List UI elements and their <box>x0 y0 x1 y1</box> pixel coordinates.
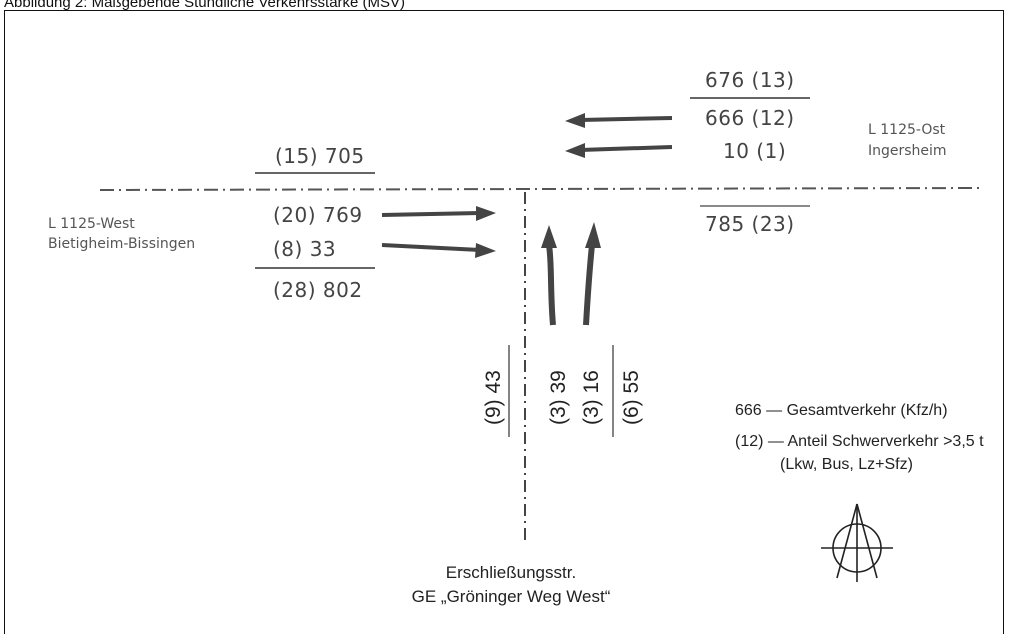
diagram-frame <box>4 10 1004 634</box>
south-right-value: (3) 16 <box>580 370 603 425</box>
west-road-name: L 1125-West <box>48 216 135 232</box>
main-road-line <box>99 187 981 191</box>
west-outbound-total: (28) 802 <box>273 278 363 302</box>
west-right-turn: (8) 33 <box>273 237 336 261</box>
west-inbound-total: (15) 705 <box>275 144 365 168</box>
east-straight: 666 (12) <box>705 106 795 130</box>
legend-total: 666 — Gesamtverkehr (Kfz/h) <box>735 402 948 419</box>
legend-heavy: (12) — Anteil Schwerverkehr >3,5 t <box>735 433 984 450</box>
west-straight-arrow <box>381 206 496 221</box>
south-left-value: (3) 39 <box>547 370 570 425</box>
east-town: Ingersheim <box>868 143 947 159</box>
east-total: 676 (13) <box>705 68 795 92</box>
south-outbound: (6) 55 <box>620 370 643 425</box>
east-straight-arrow <box>565 113 673 128</box>
south-street-line1: Erschließungsstr. <box>446 563 576 582</box>
west-town: Bietigheim-Bissingen <box>48 236 195 252</box>
west-right-turn-arrow <box>381 243 496 258</box>
north-arrow-icon <box>821 503 893 582</box>
east-right-turn: 10 (1) <box>723 139 786 163</box>
south-left-arrow <box>541 225 557 326</box>
legend-heavy-sub: (Lkw, Bus, Lz+Sfz) <box>780 456 913 473</box>
west-straight: (20) 769 <box>273 203 363 227</box>
east-outbound: 785 (23) <box>705 212 795 236</box>
south-inbound: (9) 43 <box>482 370 505 425</box>
south-right-arrow <box>583 222 601 326</box>
south-street-line2: GE „Gröninger Weg West“ <box>412 587 611 606</box>
east-right-turn-arrow <box>565 143 673 158</box>
east-road-name: L 1125-Ost <box>868 122 946 138</box>
figure-caption: Abbildung 2: Maßgebende Stündliche Verke… <box>4 0 406 11</box>
